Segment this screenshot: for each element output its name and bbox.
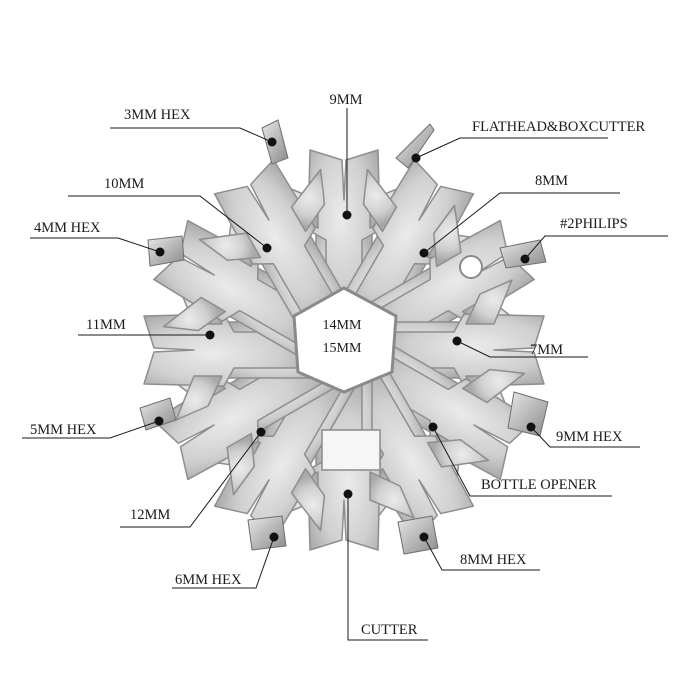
hex-bits: [139, 119, 549, 555]
label-5mm-hex: 5MM HEX: [30, 422, 97, 438]
label-6mm-hex: 6MM HEX: [175, 572, 242, 588]
label-8mm: 8MM: [535, 173, 568, 189]
center-label-14mm: 14MM: [323, 318, 362, 333]
flathead-blade: [395, 123, 435, 169]
hex-bit-6mm: [247, 515, 287, 551]
label-10mm: 10MM: [104, 176, 144, 192]
lanyard-hole: [459, 255, 483, 279]
callout-labels: 9MM 3MM HEX FLATHEAD&BOXCUTTER 10MM 8MM …: [30, 92, 646, 638]
label-flathead-boxcutter: FLATHEAD&BOXCUTTER: [472, 119, 646, 135]
leader-lines: [22, 108, 668, 641]
label-bottle-opener: BOTTLE OPENER: [481, 477, 597, 493]
label-9mm-hex: 9MM HEX: [556, 429, 623, 445]
center-hex-hole: [292, 286, 398, 394]
label-12mm: 12MM: [130, 507, 170, 523]
label-8mm-hex: 8MM HEX: [460, 552, 527, 568]
bottle-opener-slot: [321, 429, 381, 471]
philips-bit: [499, 239, 547, 269]
label-cutter: CUTTER: [361, 622, 418, 638]
label-3mm-hex: 3MM HEX: [124, 107, 191, 123]
label-11mm: 11MM: [86, 317, 126, 333]
hex-bit-8mm: [397, 515, 439, 555]
label-4mm-hex: 4MM HEX: [34, 220, 101, 236]
label-2-philips: #2PHILIPS: [560, 216, 628, 232]
label-7mm: 7MM: [530, 342, 563, 358]
hex-bit-5mm: [139, 397, 177, 431]
center-label-15mm: 15MM: [323, 341, 362, 356]
label-9mm: 9MM: [329, 92, 362, 108]
hex-bit-4mm: [147, 235, 185, 267]
